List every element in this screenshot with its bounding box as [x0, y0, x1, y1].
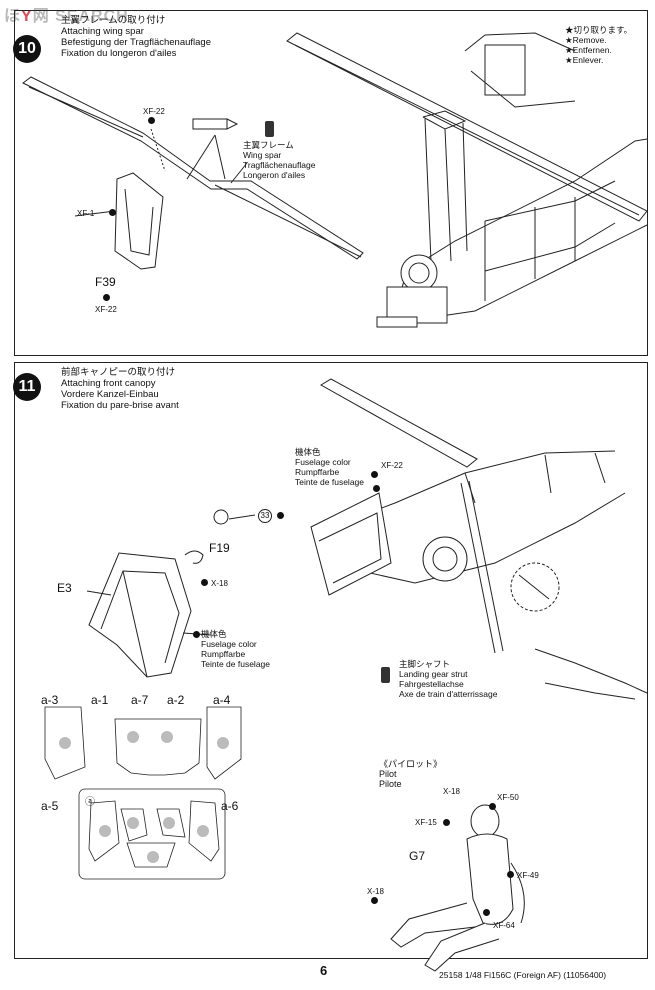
landing-gear-strut-label: 主脚シャフト Landing gear strut Fahrgestellach… — [399, 659, 498, 699]
paint-xf1: XF-1 — [77, 209, 95, 218]
paint-dot-xf1 — [109, 209, 116, 216]
step-11-panel: 11 前部キャノピーの取り付け Attaching front canopy V… — [13, 362, 648, 972]
paint-xf22-top: XF-22 — [143, 107, 165, 116]
step-11-title: 前部キャノピーの取り付け Attaching front canopy Vord… — [61, 367, 179, 411]
paint-dot-xf49 — [507, 871, 514, 878]
part-e3: E3 — [57, 581, 72, 595]
step-11-drawing — [44, 378, 648, 972]
watermark: ほY网 SEARCH — [4, 8, 129, 25]
paint-dot-xf22-top — [148, 117, 155, 124]
paint-dot-x18 — [201, 579, 208, 586]
paint-dot-xf22-bottom — [103, 294, 110, 301]
glue-bottle-icon — [265, 121, 274, 137]
paint-dot-ref33 — [277, 512, 284, 519]
paint-dot-xf15 — [443, 819, 450, 826]
paint-dot-xf50 — [489, 803, 496, 810]
step-number-10: 10 — [13, 35, 41, 63]
paint-dot-xf22 — [371, 471, 378, 478]
wing-spar-label: 主翼フレーム Wing spar Tragflächenauflage Long… — [243, 140, 316, 180]
paint-xf64: XF-64 — [493, 921, 515, 930]
paint-dot-fuselage — [373, 485, 380, 492]
paint-xf22: XF-22 — [381, 461, 403, 470]
paint-dot-xf64 — [483, 909, 490, 916]
part-f19: F19 — [209, 541, 230, 555]
mask-a6: a-6 — [221, 799, 239, 813]
paint-x18: X-18 — [211, 579, 228, 588]
mask-a1: a-1 — [91, 693, 109, 707]
paint-dot-canopy — [193, 631, 200, 638]
step-10-panel: 10 主翼フレームの取り付け Attaching wing spar Befes… — [13, 10, 648, 356]
part-g7: G7 — [409, 849, 426, 863]
ref-number-33: 33 — [258, 509, 272, 523]
paint-xf15: XF-15 — [415, 818, 437, 827]
paint-x18-pilot-top: X-18 — [443, 787, 460, 796]
mask-a4: a-4 — [213, 693, 231, 707]
step-10-drawing — [22, 32, 648, 328]
fuselage-color-label-top: 機体色 Fuselage color Rumpffarbe Teinte de … — [295, 447, 364, 487]
step-number-11: 11 — [13, 373, 41, 401]
mask-a2: a-2 — [167, 693, 185, 707]
paint-x18-pilot-left: X-18 — [367, 887, 384, 896]
paint-xf49: XF-49 — [517, 871, 539, 880]
mask-a5: a-5 — [41, 799, 59, 813]
fuselage-color-label-canopy: 機体色 Fuselage color Rumpffarbe Teinte de … — [201, 629, 270, 669]
mask-a7: a-7 — [131, 693, 149, 707]
mask-sheet-a: ⓐ — [85, 797, 95, 808]
remove-note: ★切り取ります。 ★Remove. ★Entfernen. ★Enlever. — [565, 25, 633, 65]
paint-dot-x18-left — [371, 897, 378, 904]
footer-catalog: 25158 1/48 Fi156C (Foreign AF) (11056400… — [439, 970, 607, 980]
mask-a3: a-3 — [41, 693, 59, 707]
step-10-title: 主翼フレームの取り付け Attaching wing spar Befestig… — [61, 15, 211, 59]
paint-xf50: XF-50 — [497, 793, 519, 802]
part-f39: F39 — [95, 275, 116, 289]
pilot-label: 《パイロット》 Pilot Pilote — [379, 759, 443, 789]
glue-bottle-icon — [381, 667, 390, 683]
paint-xf22-bottom: XF-22 — [95, 305, 117, 314]
page-number: 6 — [320, 963, 328, 978]
